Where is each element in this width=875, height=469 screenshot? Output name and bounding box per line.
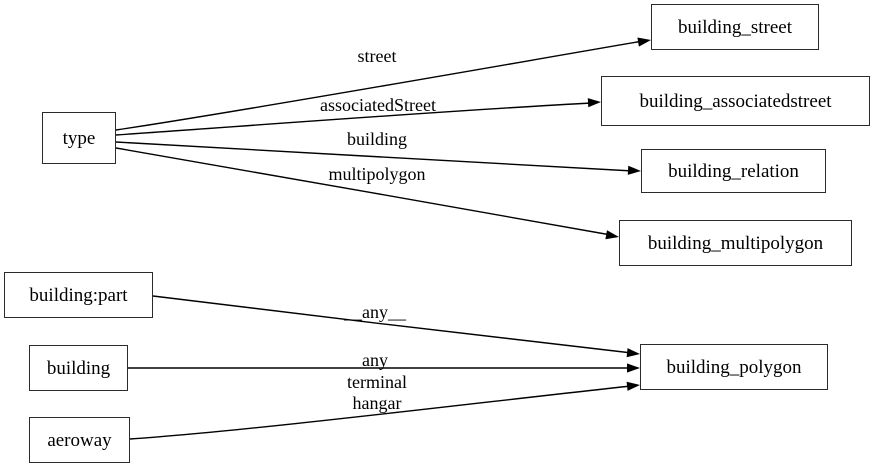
node-building_associatedstreet[interactable]: building_associatedstreet [601,76,870,126]
arrowhead-icon [587,98,601,108]
arrowhead-icon [626,381,640,391]
node-building_street[interactable]: building_street [651,4,819,50]
edge-label-type-to-building_multipolygon: multipolygon [328,164,426,184]
node-building_relation[interactable]: building_relation [641,149,826,193]
node-building[interactable]: building [29,345,128,391]
edge-label-building-to-building_polygon: __any__ [344,350,406,370]
edge-label-type-to-building_relation: building [346,129,408,149]
node-building_part[interactable]: building:part [4,272,153,318]
edge-label-aeroway-to-building_polygon: terminal [347,372,407,392]
edge-label-building_part-to-building_polygon: __any__ [344,302,406,322]
edge-label-type-to-building_street: street [357,46,397,66]
arrowhead-icon [627,165,641,175]
arrowhead-icon [626,348,640,358]
node-aeroway[interactable]: aeroway [29,417,130,463]
edge-label-aeroway-to-building_polygon-secondary: hangar [352,393,402,413]
arrowhead-icon [637,37,651,47]
node-type[interactable]: type [42,112,116,164]
edge-label-type-to-building_associatedstreet: associatedStreet [320,95,436,115]
node-building_multipolygon[interactable]: building_multipolygon [619,220,852,266]
edge-type-to-building_multipolygon [115,147,612,236]
arrowhead-icon [605,230,619,240]
node-building_polygon[interactable]: building_polygon [640,344,828,390]
arrowhead-icon [627,363,640,373]
